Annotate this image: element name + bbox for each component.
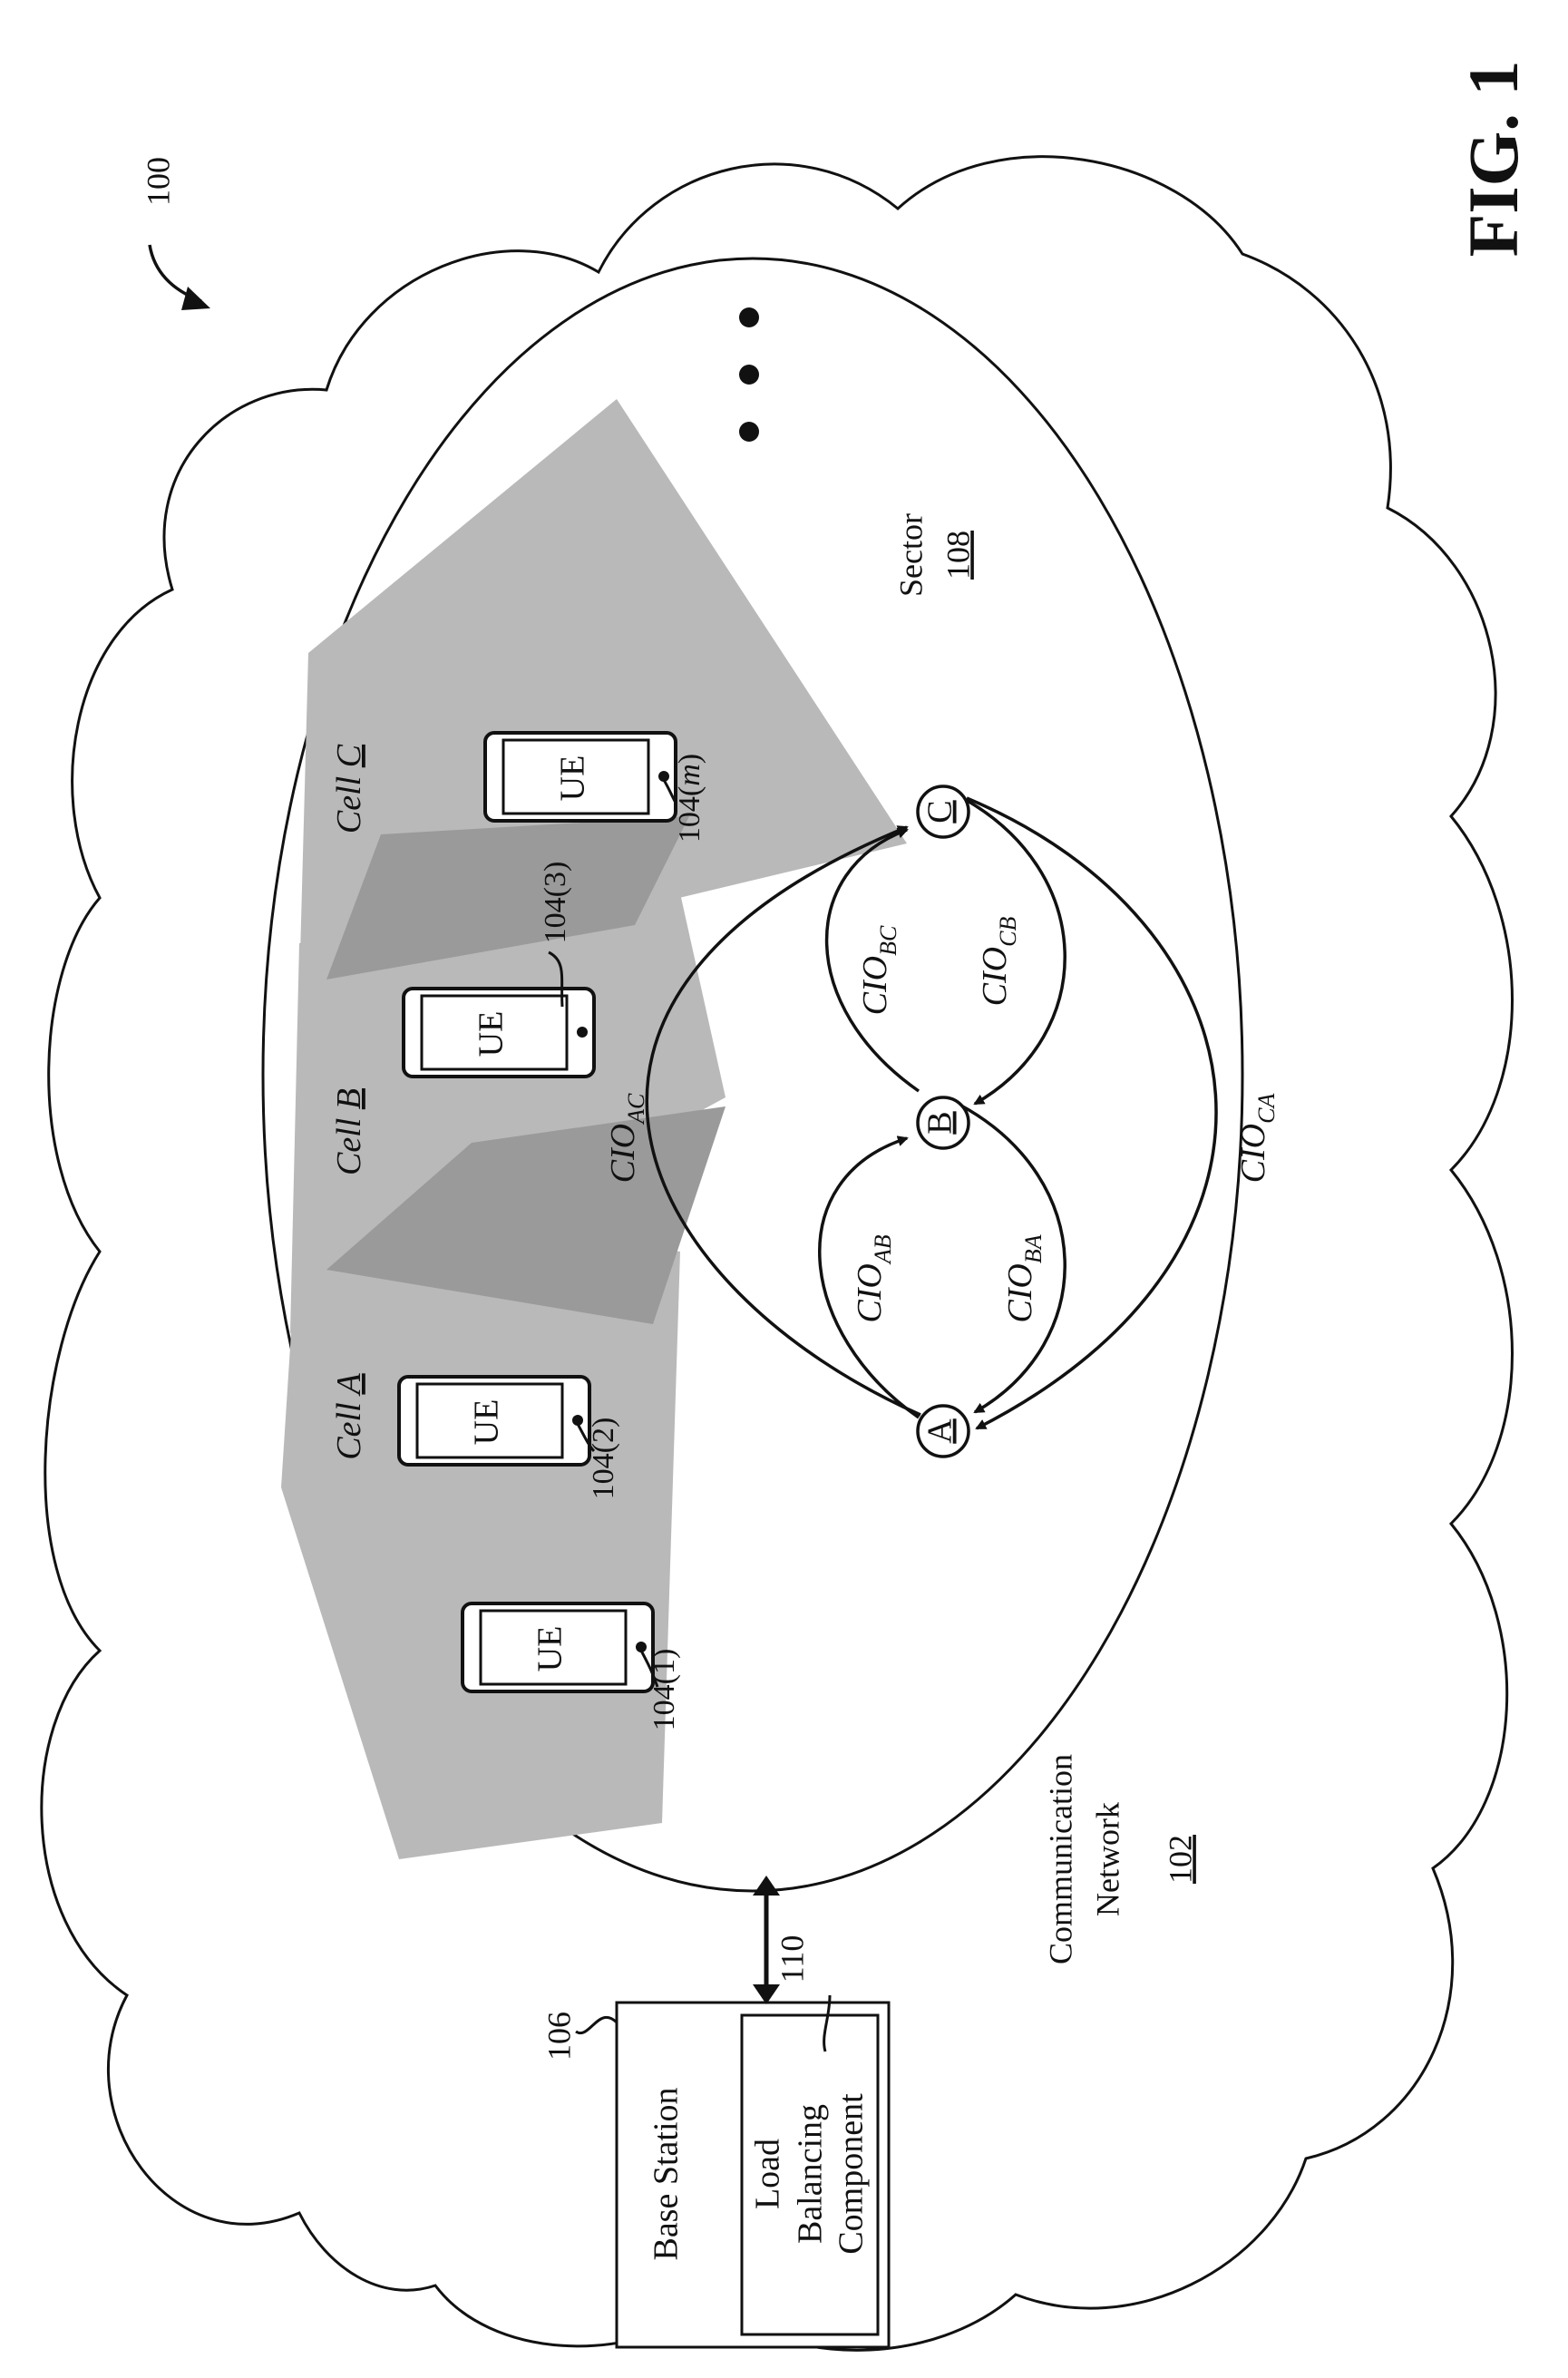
base-station-label: Base Station <box>648 2087 686 2260</box>
load-balancing-line3: Component <box>833 2093 871 2255</box>
cell-c-letter: C <box>330 744 368 767</box>
ue-m-label: UE <box>554 755 592 802</box>
cell-b-prefix: Cell <box>330 1109 368 1175</box>
ellipsis-dot <box>739 307 759 327</box>
cio-ab-sub: AB <box>870 1234 896 1265</box>
base-station: Base Station Load Balancing Component <box>617 2003 889 2347</box>
figure-label: FIG. 1 <box>1454 61 1533 258</box>
cio-ca-sub: CA <box>1253 1094 1280 1124</box>
ue-3-button <box>577 1027 588 1038</box>
base-station-leader <box>576 2017 617 2032</box>
sector-ref: 108 <box>940 531 976 580</box>
cio-ab-base: CIO <box>851 1263 889 1322</box>
cio-cb-base: CIO <box>976 947 1014 1006</box>
cio-ba-arc <box>959 1105 1065 1412</box>
node-b-label: B <box>921 1111 959 1134</box>
ue-2-ref: 104(2) <box>587 1418 620 1500</box>
load-balancing-line2: Balancing <box>792 2104 830 2244</box>
network-ref: 102 <box>1162 1835 1198 1884</box>
ellipsis-dot <box>739 365 759 385</box>
cio-ca-base: CIO <box>1234 1124 1272 1183</box>
ue-3-label: UE <box>472 1011 511 1057</box>
cell-a-label: Cell A <box>330 1373 368 1460</box>
cell-a-letter: A <box>330 1373 368 1398</box>
cio-ba-sub: BA <box>1020 1234 1047 1263</box>
load-balancing-line1: Load <box>749 2139 787 2209</box>
link-arrow-up <box>753 1876 780 1896</box>
ellipsis-dot <box>739 422 759 442</box>
network-label-line2: Network <box>1089 1802 1125 1916</box>
cio-ac-base: CIO <box>604 1124 642 1183</box>
cell-c-label: Cell C <box>330 744 368 833</box>
network-label-line1: Communication <box>1042 1754 1078 1964</box>
node-b: B <box>918 1097 969 1148</box>
cio-ba-base: CIO <box>1001 1263 1039 1322</box>
cio-cb-sub: CB <box>995 917 1021 947</box>
node-c: C <box>918 786 969 837</box>
base-station-ref: 106 <box>541 2012 577 2061</box>
cio-bc-sub: BC <box>875 925 901 956</box>
ue-m-ref-suffix: ) <box>673 754 706 764</box>
ue-1-label: UE <box>531 1626 570 1672</box>
ue-m-ref-var: m <box>673 764 706 786</box>
ue-3-ref: 104(3) <box>539 862 572 944</box>
cio-bc-label: CIOBC <box>856 925 902 1015</box>
load-balancing-ref: 110 <box>774 1935 810 1983</box>
cio-ca-arc <box>967 798 1216 1428</box>
cio-ac-sub: AC <box>623 1093 649 1126</box>
system-ref: 100 <box>140 157 176 206</box>
cell-a-prefix: Cell <box>330 1395 368 1460</box>
node-a: A <box>918 1406 969 1457</box>
sector-label: Sector <box>892 513 929 597</box>
system-ref-arrowhead <box>181 287 210 310</box>
more-cells-ellipsis <box>739 307 759 442</box>
node-a-label: A <box>921 1418 959 1444</box>
cell-b-letter: B <box>330 1088 368 1109</box>
cell-c-prefix: Cell <box>330 767 368 833</box>
cio-ba-label: CIOBA <box>1001 1234 1047 1322</box>
ue-1-ref: 104(1) <box>648 1649 681 1731</box>
cell-b-label: Cell B <box>330 1088 368 1175</box>
cio-bc-base: CIO <box>856 956 894 1015</box>
ue-2-label: UE <box>468 1399 506 1446</box>
cio-ab-label: CIOAB <box>851 1234 897 1322</box>
ue-m-ref-prefix: 104( <box>673 786 706 843</box>
cio-cb-label: CIOCB <box>976 917 1022 1007</box>
node-c-label: C <box>921 800 959 823</box>
ue-m-ref: 104(m) <box>673 754 706 843</box>
